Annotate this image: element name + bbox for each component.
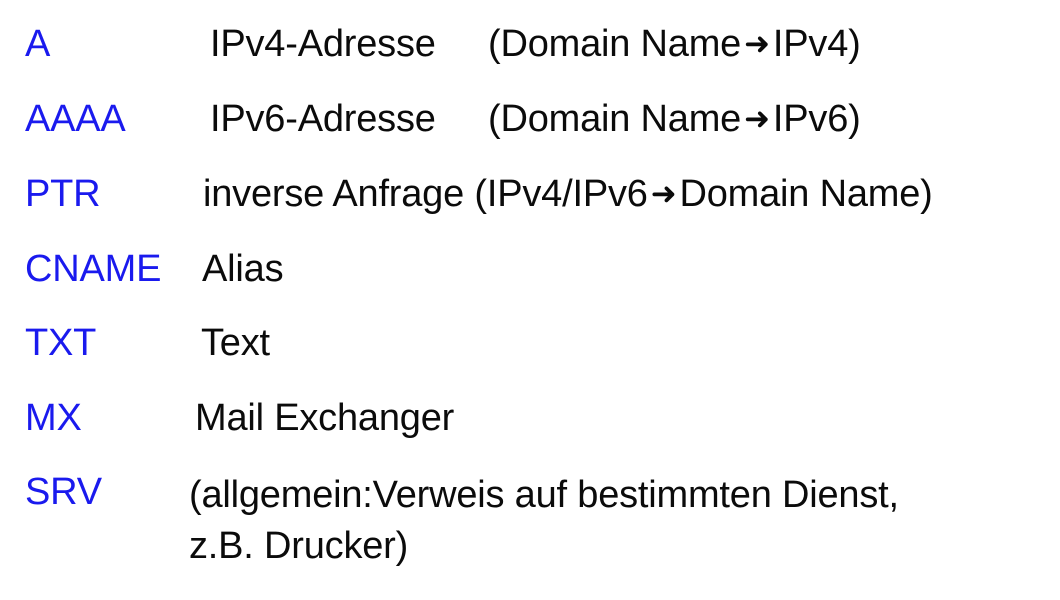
record-description-mx: Mail Exchanger <box>195 397 455 439</box>
record-mapping-suffix-a: IPv4) <box>772 23 861 65</box>
record-type-label-aaaa: AAAA <box>25 98 126 140</box>
record-mapping-a: (Domain Name➜IPv4) <box>488 22 861 66</box>
record-mapping-prefix-aaaa: (Domain Name <box>488 98 742 140</box>
record-mapping-suffix-aaaa: IPv6) <box>772 98 861 140</box>
record-description-cname: Alias <box>202 248 284 290</box>
record-type-label-a: A <box>25 23 51 65</box>
record-mapping-aaaa: (Domain Name➜IPv6) <box>488 97 861 141</box>
record-description-srv: (allgemein:Verweis auf bestimmten Dienst… <box>189 474 899 567</box>
record-description-prefix-ptr: inverse Anfrage (IPv4/IPv6 <box>203 173 648 215</box>
record-type-label-txt: TXT <box>25 322 97 364</box>
record-type-label-cname: CNAME <box>25 248 162 290</box>
record-mapping-prefix-a: (Domain Name <box>488 23 742 65</box>
record-description-a: IPv4-Adresse <box>210 23 436 65</box>
record-description-txt: Text <box>201 322 270 364</box>
record-type-label-ptr: PTR <box>25 173 101 215</box>
right-arrow-icon: ➜ <box>744 101 770 137</box>
record-type-label-srv: SRV <box>25 471 102 513</box>
record-description-ptr: inverse Anfrage (IPv4/IPv6➜Domain Name) <box>203 172 933 216</box>
record-description-suffix-ptr: Domain Name) <box>679 173 933 215</box>
right-arrow-icon: ➜ <box>650 176 677 212</box>
record-type-label-mx: MX <box>25 397 82 439</box>
right-arrow-icon: ➜ <box>744 26 770 62</box>
record-description-aaaa: IPv6-Adresse <box>210 98 436 140</box>
